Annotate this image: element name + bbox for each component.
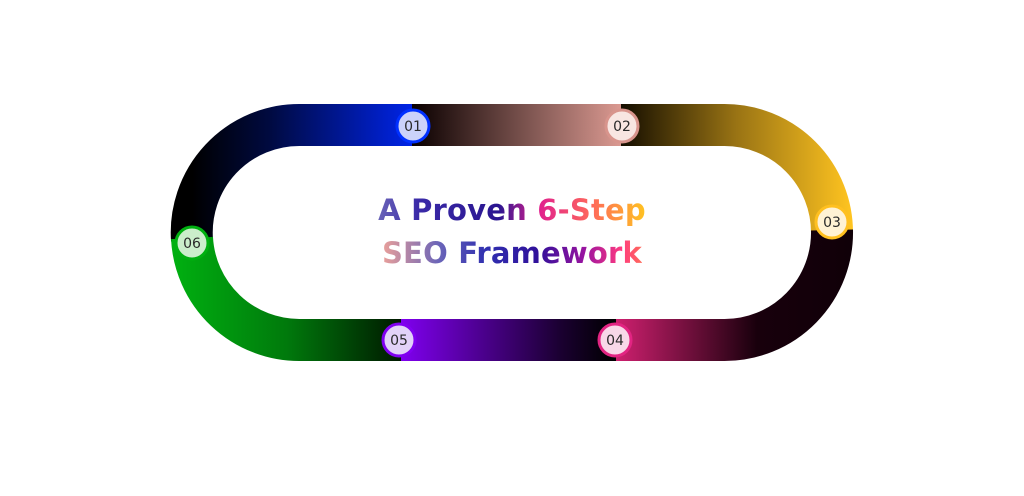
step-badge-circle [174, 225, 210, 261]
step-badge-circle [395, 108, 431, 144]
track-segment-6-to-1 [170, 103, 414, 242]
title-line-1-wrap: A Proven 6-Step [0, 193, 1024, 227]
step-badge-06: 06 [174, 225, 210, 261]
step-badge-circle [381, 322, 417, 358]
step-badge-circle [604, 108, 640, 144]
step-badge-05: 05 [381, 322, 417, 358]
step-number: 04 [606, 333, 624, 349]
step-badge-circle [814, 204, 850, 240]
track-segment-5-to-6 [171, 236, 401, 362]
title-line-2-wrap: SEO Framework [0, 236, 1024, 270]
step-badge-circle [597, 322, 633, 358]
track-segment-3-to-4 [614, 229, 854, 361]
title-line-2: SEO Framework [381, 236, 643, 270]
step-badge-04: 04 [597, 322, 633, 358]
step-number: 05 [390, 333, 408, 349]
step-badge-01: 01 [395, 108, 431, 144]
title-line-1: A Proven 6-Step [378, 193, 646, 227]
step-number: 06 [183, 236, 201, 252]
step-number: 01 [404, 119, 422, 135]
step-badge-03: 03 [814, 204, 850, 240]
step-number: 03 [823, 215, 841, 231]
step-number: 02 [613, 119, 631, 135]
step-badge-02: 02 [604, 108, 640, 144]
